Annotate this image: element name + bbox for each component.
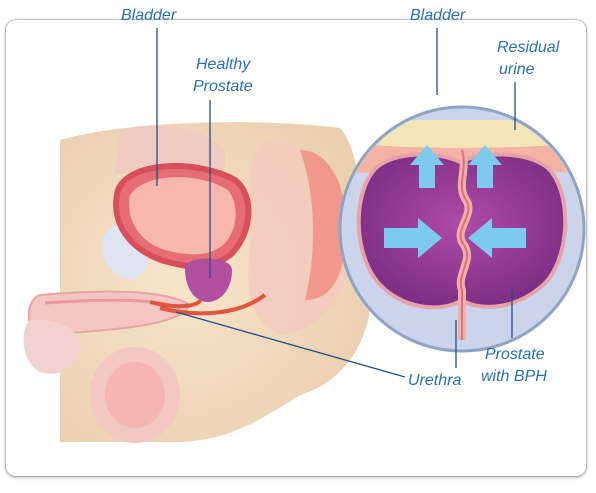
label-prostate-bph-line1: Prostate [485, 345, 545, 364]
label-prostate-bph-line2: with BPH [481, 367, 547, 386]
scrotum [90, 347, 180, 443]
bph-magnified-view [340, 100, 590, 360]
label-healthy-prostate-line1: Healthy [196, 55, 250, 74]
label-urethra: Urethra [408, 371, 461, 390]
label-residual-urine-line1: Residual [497, 38, 559, 57]
label-healthy-prostate-line2: Prostate [193, 77, 253, 96]
label-residual-urine-line2: urine [499, 60, 535, 79]
label-bladder-right: Bladder [410, 6, 465, 25]
label-bladder-left: Bladder [121, 6, 176, 25]
